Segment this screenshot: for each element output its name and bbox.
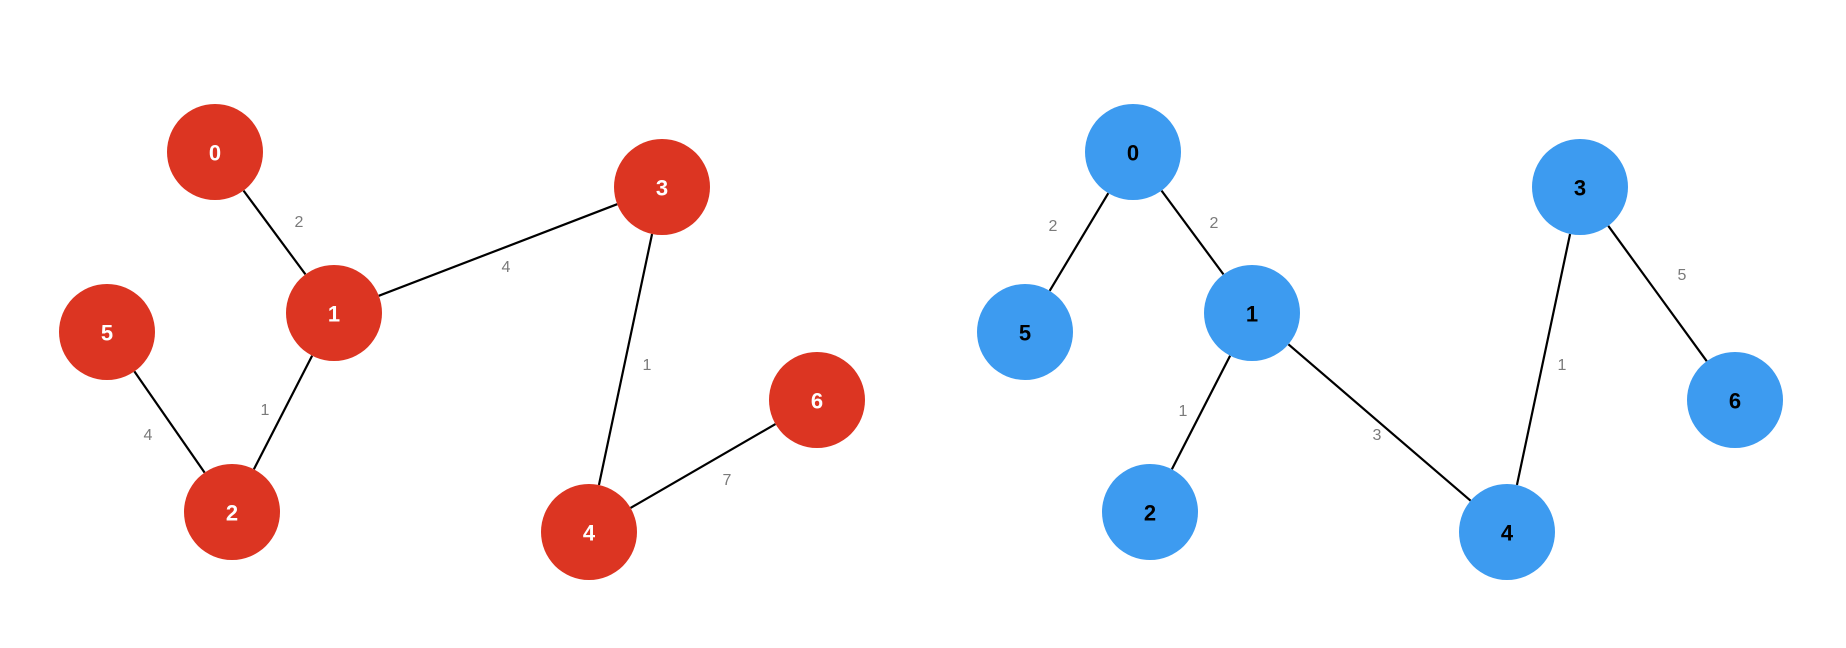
node-circle-4[interactable] [1459,484,1555,580]
node-label-2: 2 [1144,501,1156,526]
left-graph-edges: 2 1 4 4 1 7 [133,189,777,509]
graph-node-3[interactable]: 3 [1532,139,1628,235]
node-circle-3[interactable] [1532,139,1628,235]
graph-edge-0-1 [1160,189,1225,276]
node-circle-2[interactable] [1102,464,1198,560]
graph-edge-0-1 [242,189,307,276]
edge-weight-label-1-2: 1 [1179,403,1188,420]
graph-node-2[interactable]: 2 [1102,464,1198,560]
edge-weight-label-1-3: 4 [502,259,511,276]
node-label-4: 4 [583,521,596,546]
node-circle-1[interactable] [286,265,382,361]
graph-edge-1-3 [378,203,618,297]
graph-edge-3-4 [597,233,654,486]
left-graph-nodes: 0 1 2 3 4 5 6 [59,104,865,580]
graph-edge-1-2 [1170,355,1232,470]
right-graph-nodes: 0 1 2 3 4 5 6 [977,104,1783,580]
edge-weight-label-3-6: 5 [1678,267,1687,284]
edge-weight-label-4-6: 7 [723,472,732,489]
node-circle-6[interactable] [1687,352,1783,448]
node-label-3: 3 [656,176,668,201]
node-label-4: 4 [1501,521,1514,546]
node-label-1: 1 [1246,302,1258,327]
graph-edge-0-5 [1048,192,1110,292]
graph-node-5[interactable]: 5 [59,284,155,380]
node-label-6: 6 [1729,389,1741,414]
graph-edge-1-4 [1287,343,1472,502]
node-label-5: 5 [101,321,113,346]
node-label-0: 0 [209,141,221,166]
node-label-3: 3 [1574,176,1586,201]
graph-node-0[interactable]: 0 [167,104,263,200]
graph-edge-3-4 [1515,233,1572,486]
edge-weight-label-3-4: 1 [1558,357,1567,374]
edge-weight-label-0-1: 2 [1210,215,1219,232]
node-circle-1[interactable] [1204,265,1300,361]
node-label-6: 6 [811,389,823,414]
node-circle-2[interactable] [184,464,280,560]
graph-edge-4-6 [629,423,777,509]
edge-weight-label-1-2: 1 [261,402,270,419]
graph-node-6[interactable]: 6 [769,352,865,448]
graph-node-0[interactable]: 0 [1085,104,1181,200]
right-graph-edges: 2 2 1 3 1 5 [1048,189,1708,502]
node-label-0: 0 [1127,141,1139,166]
graph-node-3[interactable]: 3 [614,139,710,235]
graph-node-1[interactable]: 1 [286,265,382,361]
node-circle-3[interactable] [614,139,710,235]
graph-edge-2-5 [133,370,206,474]
node-label-2: 2 [226,501,238,526]
node-circle-6[interactable] [769,352,865,448]
edge-weight-label-0-1: 2 [295,214,304,231]
graph-edge-3-6 [1607,225,1708,362]
node-circle-0[interactable] [167,104,263,200]
edge-weight-label-2-5: 4 [144,427,153,444]
node-label-1: 1 [328,302,340,327]
node-circle-0[interactable] [1085,104,1181,200]
graph-node-4[interactable]: 4 [1459,484,1555,580]
graph-edge-1-2 [252,355,314,470]
edge-weight-label-3-4: 1 [643,357,652,374]
edge-weight-label-1-4: 3 [1373,427,1382,444]
graph-node-2[interactable]: 2 [184,464,280,560]
node-circle-5[interactable] [977,284,1073,380]
graph-node-1[interactable]: 1 [1204,265,1300,361]
edge-weight-label-0-5: 2 [1049,218,1058,235]
node-circle-4[interactable] [541,484,637,580]
graph-node-5[interactable]: 5 [977,284,1073,380]
node-circle-5[interactable] [59,284,155,380]
graph-node-4[interactable]: 4 [541,484,637,580]
node-label-5: 5 [1019,321,1031,346]
graph-node-6[interactable]: 6 [1687,352,1783,448]
